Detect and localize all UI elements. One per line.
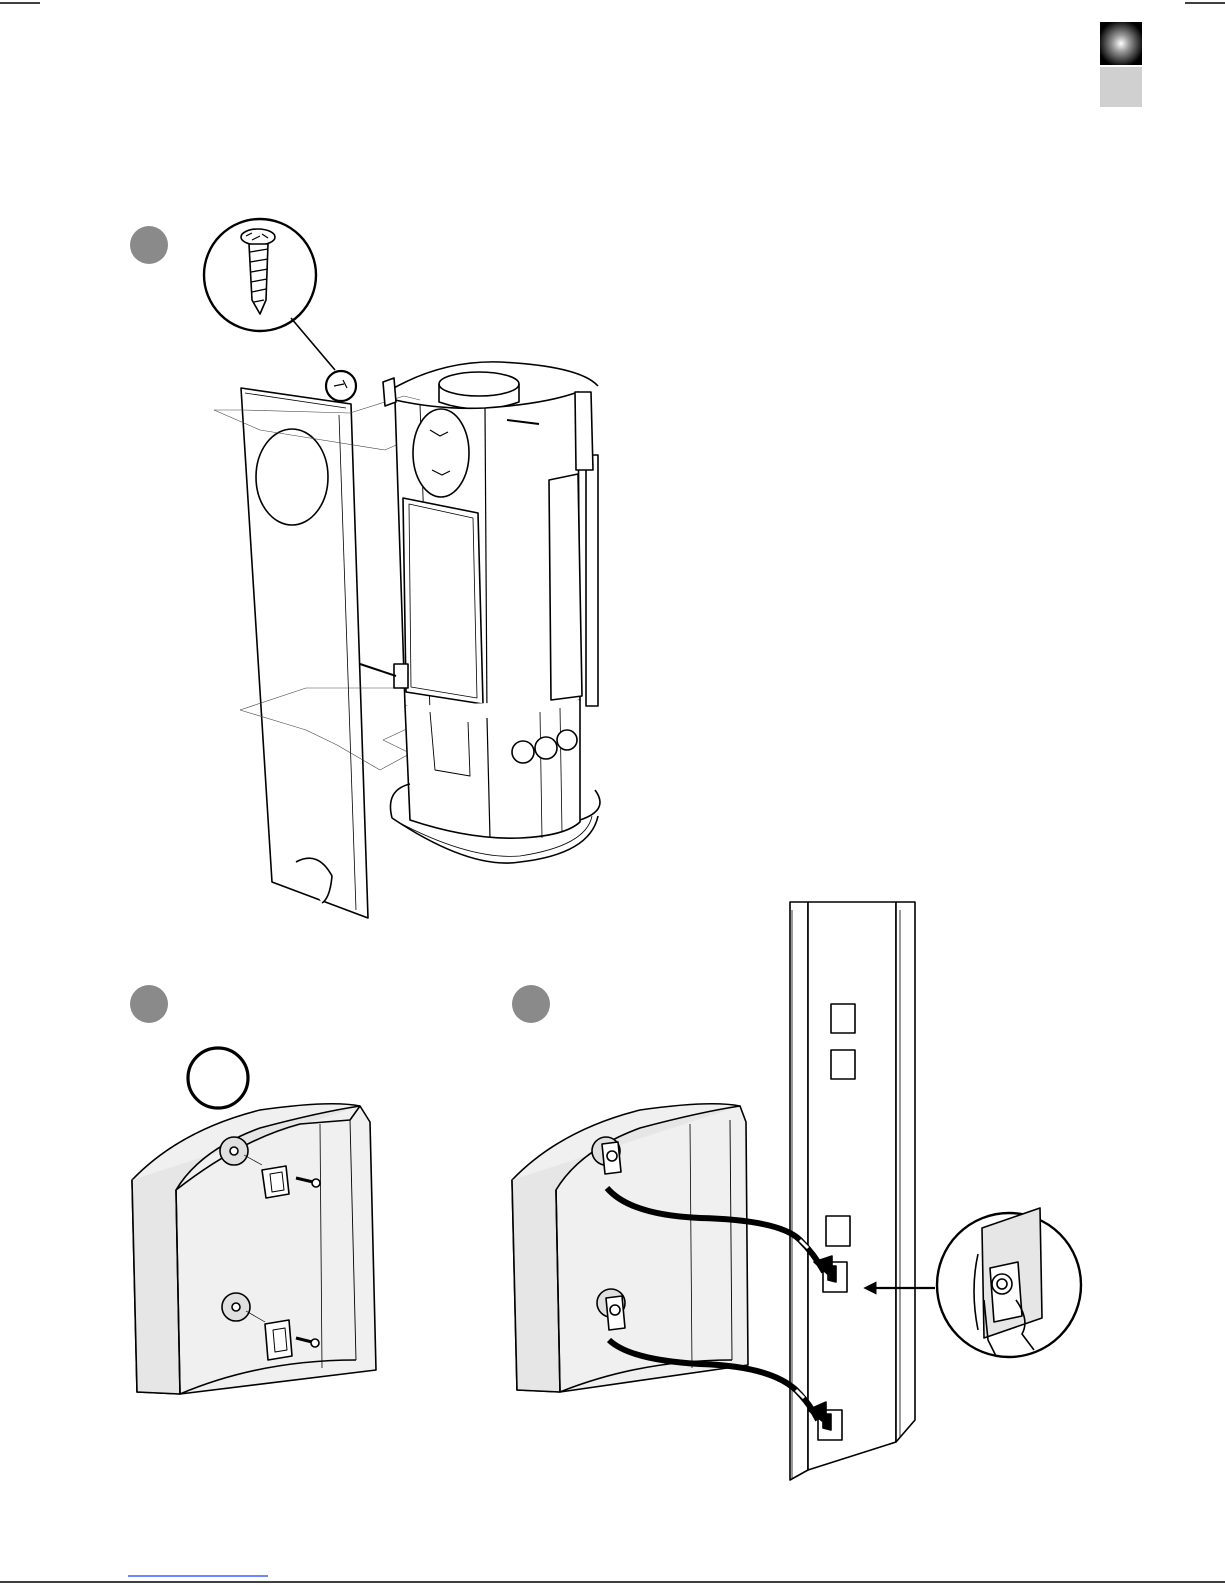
step2-illustration	[132, 1048, 376, 1394]
hook-closeup	[937, 1208, 1081, 1357]
column-slot	[831, 1050, 855, 1079]
step-marker-1	[130, 226, 168, 264]
cover-shell-with-hooks	[512, 1104, 748, 1392]
column	[790, 902, 915, 1480]
language-tab-active	[1100, 22, 1142, 65]
language-tab-inactive	[1100, 67, 1142, 107]
step3-illustration	[512, 902, 1081, 1480]
cover-shell	[132, 1104, 376, 1394]
circle-marker	[188, 1048, 248, 1108]
side-panel	[241, 388, 368, 918]
step-marker-3	[512, 985, 550, 1023]
flue-collar	[439, 372, 519, 396]
step1-illustration	[204, 219, 600, 918]
column-slot	[826, 1216, 850, 1246]
stove-body	[360, 362, 600, 863]
step-marker-2	[130, 985, 168, 1023]
screw-closeup	[204, 219, 356, 401]
language-tabs	[1100, 22, 1142, 107]
column-slot	[831, 1004, 855, 1033]
